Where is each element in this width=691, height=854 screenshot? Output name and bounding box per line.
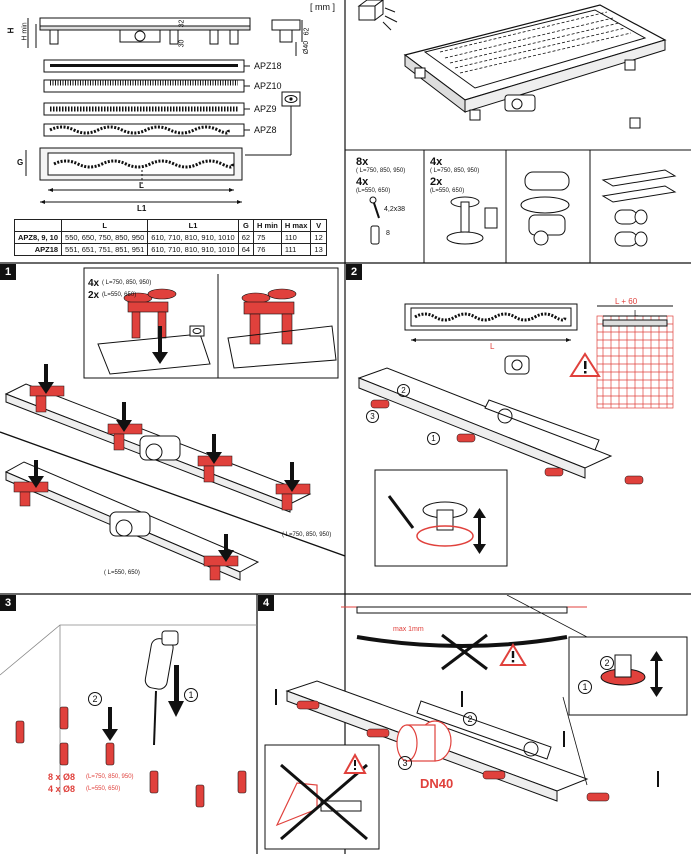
step-4-badge: 4 — [258, 595, 274, 611]
dimension-drawing — [25, 17, 303, 204]
screws-qty: 8x — [356, 156, 369, 168]
s2-dim-b: L — [634, 309, 639, 318]
s4-max-label: max 1mm — [393, 626, 424, 633]
s3-drill1: 8 x Ø8 — [48, 772, 76, 782]
dim-d40: Ø40 — [303, 40, 311, 55]
table-cell: APZ18 — [13, 243, 63, 256]
table-cell: 551, 651, 751, 851, 951 — [61, 243, 149, 256]
s1-label-short: ( L=550, 650) — [104, 570, 140, 576]
table-header: G — [237, 219, 255, 232]
s2-step-2: 2 — [397, 384, 410, 397]
table-header: L — [61, 219, 149, 232]
s1-note1: ( L=750, 850, 950) — [102, 280, 152, 286]
variant-apz8: APZ8 — [254, 125, 277, 135]
table-header: V — [310, 219, 327, 232]
s3-drill2-note: (L=550, 650) — [86, 786, 121, 792]
s2-step-1: 1 — [427, 432, 440, 445]
table-cell: 75 — [253, 231, 282, 244]
step-3-illustration — [0, 624, 257, 808]
screws-qty-2: 4x — [356, 176, 369, 188]
s2-dim-a: L + 60 — [615, 297, 638, 306]
table-cell: 610, 710, 810, 910, 1010 — [147, 231, 239, 244]
table-cell: 12 — [310, 231, 327, 244]
g-label: G — [17, 158, 24, 167]
table-cell: 76 — [253, 243, 282, 256]
variant-apz10: APZ10 — [254, 81, 282, 91]
s3-drill1-note: (L=750, 850, 950) — [86, 774, 134, 780]
table-cell: 64 — [237, 243, 255, 256]
s4-outlet-label: DN40 — [420, 776, 454, 791]
table-header: H min — [253, 219, 282, 232]
package-icon — [357, 0, 384, 21]
dim-30: 30 — [178, 39, 186, 48]
table-cell: 550, 650, 750, 850, 950 — [61, 231, 149, 244]
table-row: APZ18 551, 651, 751, 851, 951 610, 710, … — [13, 243, 327, 256]
h-label: H — [6, 27, 16, 34]
step-2-illustration — [357, 303, 674, 567]
s3-step-1: 1 — [184, 688, 198, 702]
variant-apz9: APZ9 — [254, 104, 277, 114]
s2-dim-c: L — [490, 342, 495, 351]
s3-drill2: 4 x Ø8 — [48, 784, 76, 794]
dim-32: 32 — [178, 19, 186, 28]
l-label: L — [139, 181, 144, 190]
s2-step-3: 3 — [366, 410, 379, 423]
step-1-illustration — [0, 267, 345, 581]
feet-note: ( L=750, 850, 950) — [430, 168, 480, 174]
table-header: H max — [280, 219, 312, 232]
s4-step-2b: 2 — [600, 656, 614, 670]
s1-qty2: 2x — [88, 290, 100, 301]
table-header: L1 — [147, 219, 239, 232]
feet-qty-2: 2x — [430, 176, 443, 188]
s1-label-long: ( L=750, 850, 950) — [282, 532, 332, 538]
spec-table: L L1 G H min H max V APZ8, 9, 10 550, 65… — [13, 219, 327, 256]
hmin-label: H min — [21, 22, 29, 41]
product-illustration — [357, 0, 667, 129]
table-cell: 110 — [280, 231, 312, 244]
table-cell: APZ8, 9, 10 — [13, 231, 63, 244]
s4-step-3: 3 — [398, 756, 412, 770]
s4-step-1: 1 — [578, 680, 592, 694]
units-label: [ mm ] — [310, 2, 335, 12]
s3-step-2: 2 — [88, 692, 102, 706]
step-4-illustration — [264, 595, 688, 850]
parts-illustration — [369, 169, 677, 247]
screws-note: ( L=750, 850, 950) — [356, 168, 406, 174]
feet-note-2: (L=550, 650) — [430, 188, 465, 194]
s1-note2: (L=550, 650) — [102, 292, 137, 298]
table-header — [13, 219, 63, 232]
screw-size: 4,2x38 — [384, 206, 406, 213]
l1-label: L1 — [137, 204, 147, 213]
table-cell: 111 — [280, 243, 312, 256]
table-cell: 62 — [237, 231, 255, 244]
variant-apz18: APZ18 — [254, 61, 282, 71]
table-row: APZ8, 9, 10 550, 650, 750, 850, 950 610,… — [13, 231, 327, 244]
step-3-badge: 3 — [0, 595, 16, 611]
feet-qty: 4x — [430, 156, 443, 168]
step-2-badge: 2 — [346, 264, 362, 280]
s1-qty1: 4x — [88, 278, 100, 289]
table-cell: 13 — [310, 243, 327, 256]
dowel-size: 8 — [386, 230, 390, 237]
dim-62: 62 — [303, 27, 311, 36]
table-cell: 610, 710, 810, 910, 1010 — [147, 243, 239, 256]
s4-step-2a: 2 — [463, 712, 477, 726]
step-1-badge: 1 — [0, 264, 16, 280]
table-header-row: L L1 G H min H max V — [13, 219, 327, 232]
screws-note-2: (L=550, 650) — [356, 188, 391, 194]
